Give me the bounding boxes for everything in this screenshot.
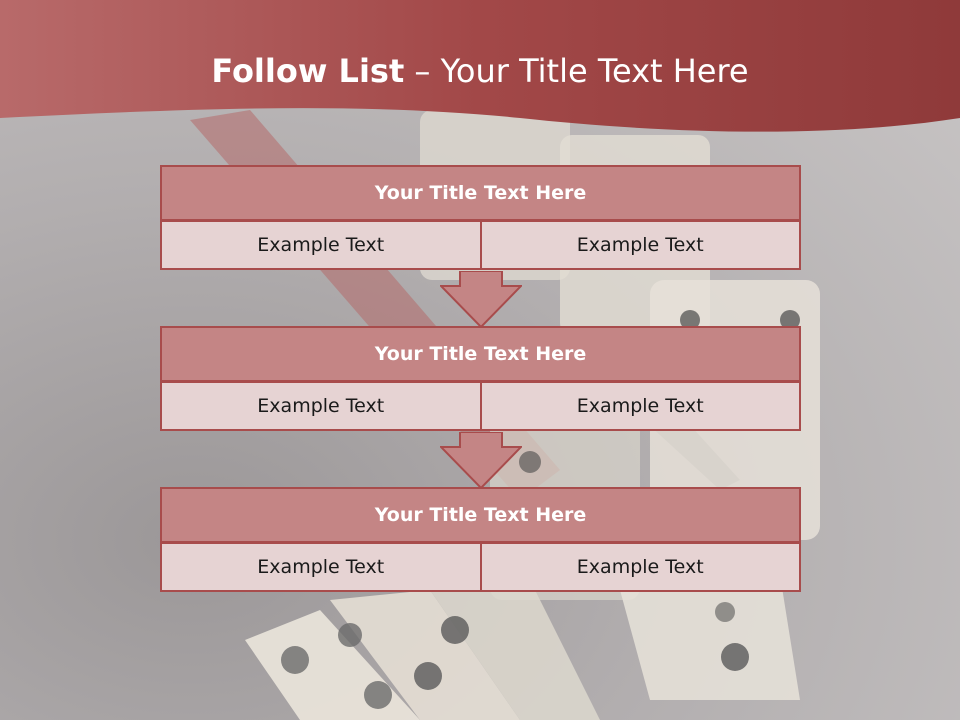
list-block-3: Your Title Text Here Example Text Exampl… bbox=[160, 487, 801, 592]
title-rest: – Your Title Text Here bbox=[404, 52, 749, 90]
block-title: Your Title Text Here bbox=[160, 326, 801, 382]
block-cell-right: Example Text bbox=[479, 381, 801, 431]
block-title: Your Title Text Here bbox=[160, 165, 801, 221]
slide-title: Follow List – Your Title Text Here bbox=[0, 52, 960, 90]
block-cell-left: Example Text bbox=[160, 220, 482, 270]
title-bold: Follow List bbox=[211, 52, 405, 90]
block-cell-right: Example Text bbox=[479, 220, 801, 270]
down-arrow-icon bbox=[440, 271, 522, 329]
block-cell-left: Example Text bbox=[160, 542, 482, 592]
block-row: Example Text Example Text bbox=[160, 220, 801, 270]
block-cell-left: Example Text bbox=[160, 381, 482, 431]
list-block-1: Your Title Text Here Example Text Exampl… bbox=[160, 165, 801, 270]
block-title: Your Title Text Here bbox=[160, 487, 801, 543]
block-cell-right: Example Text bbox=[479, 542, 801, 592]
header-banner bbox=[0, 0, 960, 132]
block-row: Example Text Example Text bbox=[160, 542, 801, 592]
list-block-2: Your Title Text Here Example Text Exampl… bbox=[160, 326, 801, 431]
down-arrow-icon bbox=[440, 432, 522, 490]
block-row: Example Text Example Text bbox=[160, 381, 801, 431]
